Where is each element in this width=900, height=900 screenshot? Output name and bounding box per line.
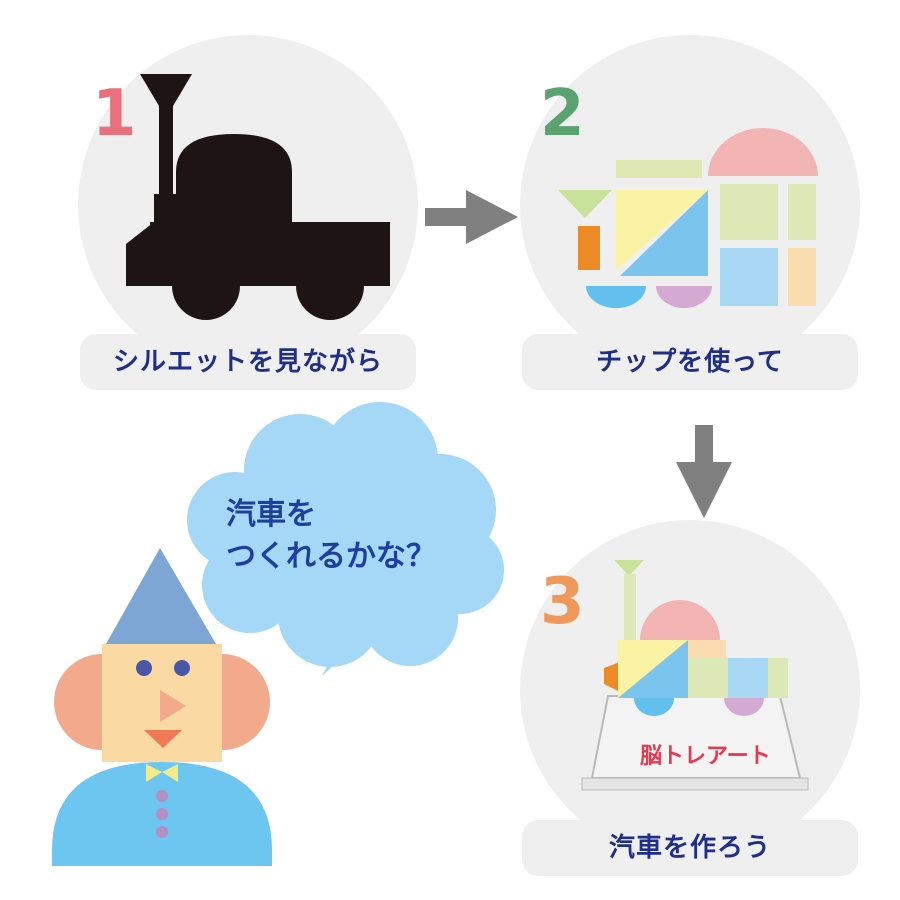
speech-bubble-line2: つくれるかな？ xyxy=(226,539,436,574)
arrow-down-icon xyxy=(676,425,732,518)
puzzle-chips-illustration xyxy=(558,128,818,308)
speech-bubble xyxy=(187,402,504,676)
step3-caption: 汽車を作ろう xyxy=(608,833,771,863)
step-number-3: 3 xyxy=(540,565,585,639)
step-number-2: 2 xyxy=(540,77,585,151)
arrow-right-icon xyxy=(425,190,518,244)
built-train-illustration xyxy=(581,560,809,791)
step-number-1: 1 xyxy=(92,77,137,151)
product-logo: 脳トレアート xyxy=(640,744,771,769)
speech-bubble-text: 汽車を つくれるかな？ xyxy=(226,494,466,578)
train-silhouette-icon xyxy=(126,74,390,320)
step2-caption: チップを使って xyxy=(596,347,784,377)
character-icon xyxy=(52,548,272,866)
speech-bubble-line1: 汽車を xyxy=(226,497,316,532)
step1-caption: シルエットを見ながら xyxy=(112,347,383,377)
